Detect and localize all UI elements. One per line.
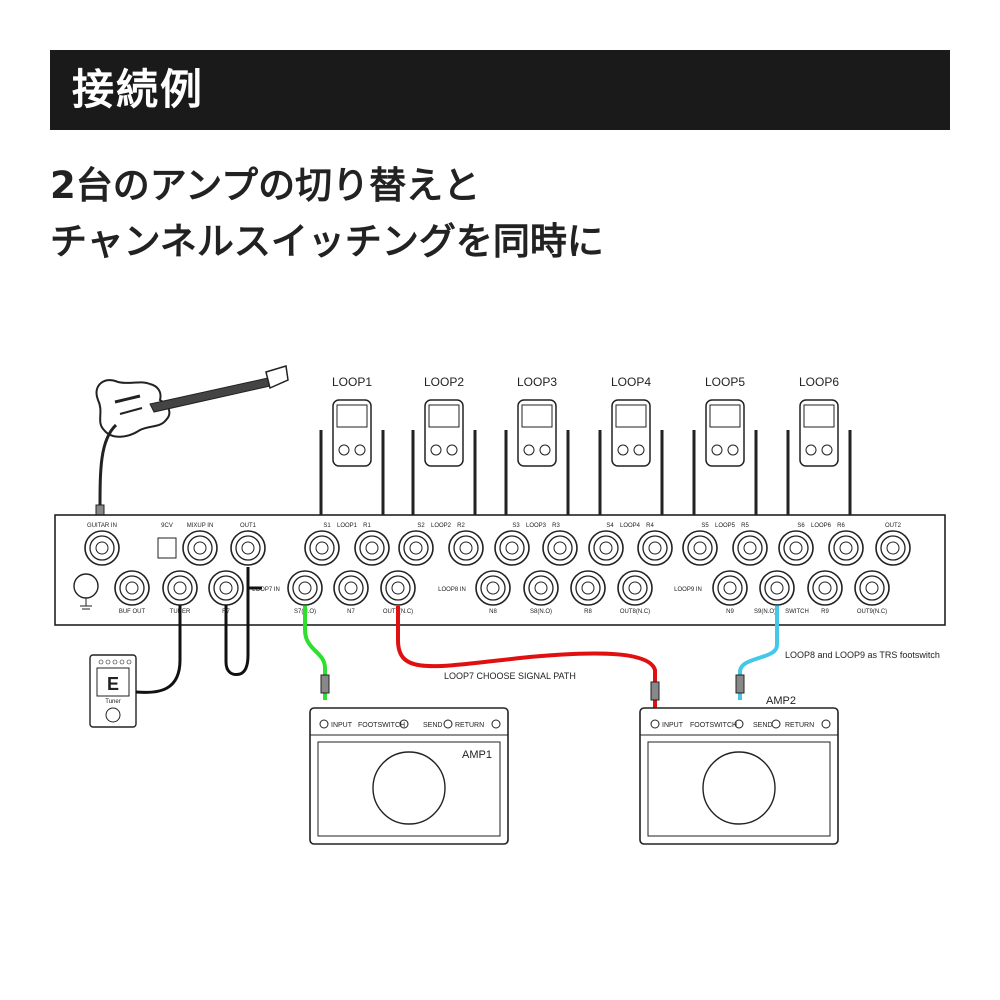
- label-r4: R4: [646, 523, 654, 529]
- label-guitar-in: GUITAR IN: [87, 523, 117, 529]
- amp1-name: AMP1: [462, 749, 492, 761]
- label-dc9v: 9CV: [161, 523, 173, 529]
- label-s4: S4: [606, 523, 614, 529]
- label-loop8-in: LOOP8 IN: [438, 587, 466, 593]
- blue-cable: [738, 606, 779, 700]
- loop-label-4: LOOP4: [611, 375, 651, 389]
- amp2-input: INPUT: [662, 722, 684, 729]
- amp2: INPUT FOOTSWITCH SEND RETURN AMP2: [639, 695, 839, 845]
- green-cable: [303, 606, 327, 700]
- amp1-send: SEND: [423, 722, 442, 729]
- label-tag-loop2: LOOP2: [431, 523, 452, 529]
- loop-label-1: LOOP1: [332, 375, 372, 389]
- label-tag-loop3: LOOP3: [526, 523, 547, 529]
- subtitle: 2台のアンプの切り替えと チャンネルスイッチングを同時に: [50, 158, 950, 270]
- loop-label-2: LOOP2: [424, 375, 464, 389]
- label-tag-loop1: LOOP1: [337, 523, 358, 529]
- red-cable: [396, 606, 657, 710]
- ground-icon: [73, 573, 99, 599]
- label-out2: OUT2: [885, 523, 902, 529]
- red-cable-plug: [650, 681, 660, 701]
- amp1-return: RETURN: [455, 722, 484, 729]
- label-s3: S3: [512, 523, 520, 529]
- amp2-footswitch: FOOTSWITCH: [690, 722, 737, 729]
- label-buf-out: BUF OUT: [119, 609, 146, 615]
- dc-power-jack: [157, 537, 177, 559]
- loop-label-3: LOOP3: [517, 375, 557, 389]
- label-s6: S6: [797, 523, 805, 529]
- label-out1: OUT1: [240, 523, 257, 529]
- label-r9: R9: [821, 609, 829, 615]
- label-switch-tag: SWITCH: [785, 609, 809, 615]
- label-out9: OUT9(N.C): [857, 609, 887, 615]
- amp1-input: INPUT: [331, 722, 353, 729]
- label-r1: R1: [363, 523, 371, 529]
- amp2-speaker: [702, 751, 776, 825]
- amp2-return: RETURN: [785, 722, 814, 729]
- amp2-name: AMP2: [766, 695, 796, 707]
- green-cable-plug: [320, 674, 330, 694]
- label-r8: R8: [584, 609, 592, 615]
- label-s8: S8(N.O): [530, 609, 552, 615]
- loop-label-6: LOOP6: [799, 375, 839, 389]
- label-loop7-in: LOOP7 IN: [252, 587, 280, 593]
- amp1: INPUT FOOTSWITCH SEND RETURN AMP1: [309, 707, 509, 845]
- subtitle-line-1: 2台のアンプの切り替えと: [50, 164, 481, 207]
- label-r2: R2: [457, 523, 465, 529]
- title-bar: 接続例: [50, 50, 950, 130]
- label-r5: R5: [741, 523, 749, 529]
- guitar-icon: [95, 365, 289, 524]
- amp1-footswitch: FOOTSWITCH: [358, 722, 405, 729]
- label-r3: R3: [552, 523, 560, 529]
- amp2-send: SEND: [753, 722, 772, 729]
- label-out8: OUT8(N.C): [620, 609, 650, 615]
- label-s5: S5: [701, 523, 709, 529]
- loop-pedals: [319, 399, 852, 525]
- subtitle-line-2: チャンネルスイッチングを同時に: [50, 220, 604, 263]
- label-mixup-in: MIXUP IN: [187, 523, 214, 529]
- loop-label-5: LOOP5: [705, 375, 745, 389]
- page-title: 接続例: [72, 65, 205, 114]
- label-n8: N8: [489, 609, 497, 615]
- tuner-pedal: E Tuner: [89, 654, 137, 728]
- top-jacks: [84, 530, 911, 566]
- label-n7: N7: [347, 609, 355, 615]
- annotation-loop89: LOOP8 and LOOP9 as TRS footswitch: [785, 650, 940, 660]
- label-s1: S1: [323, 523, 331, 529]
- bottom-jacks: [73, 570, 890, 610]
- label-loop9-in: LOOP9 IN: [674, 587, 702, 593]
- label-s9: S9(N.O): [754, 609, 776, 615]
- label-tag-loop4: LOOP4: [620, 523, 641, 529]
- amp1-speaker: [372, 751, 446, 825]
- tuner-label: Tuner: [105, 699, 120, 705]
- annotation-loop7: LOOP7 CHOOSE SIGNAL PATH: [444, 671, 576, 681]
- black-cables: [135, 567, 262, 694]
- label-tag-loop6: LOOP6: [811, 523, 832, 529]
- label-r6: R6: [837, 523, 845, 529]
- tuner-display: E: [107, 674, 119, 694]
- label-tag-loop5: LOOP5: [715, 523, 736, 529]
- blue-cable-plug: [735, 674, 745, 694]
- label-s2: S2: [417, 523, 425, 529]
- label-n9: N9: [726, 609, 734, 615]
